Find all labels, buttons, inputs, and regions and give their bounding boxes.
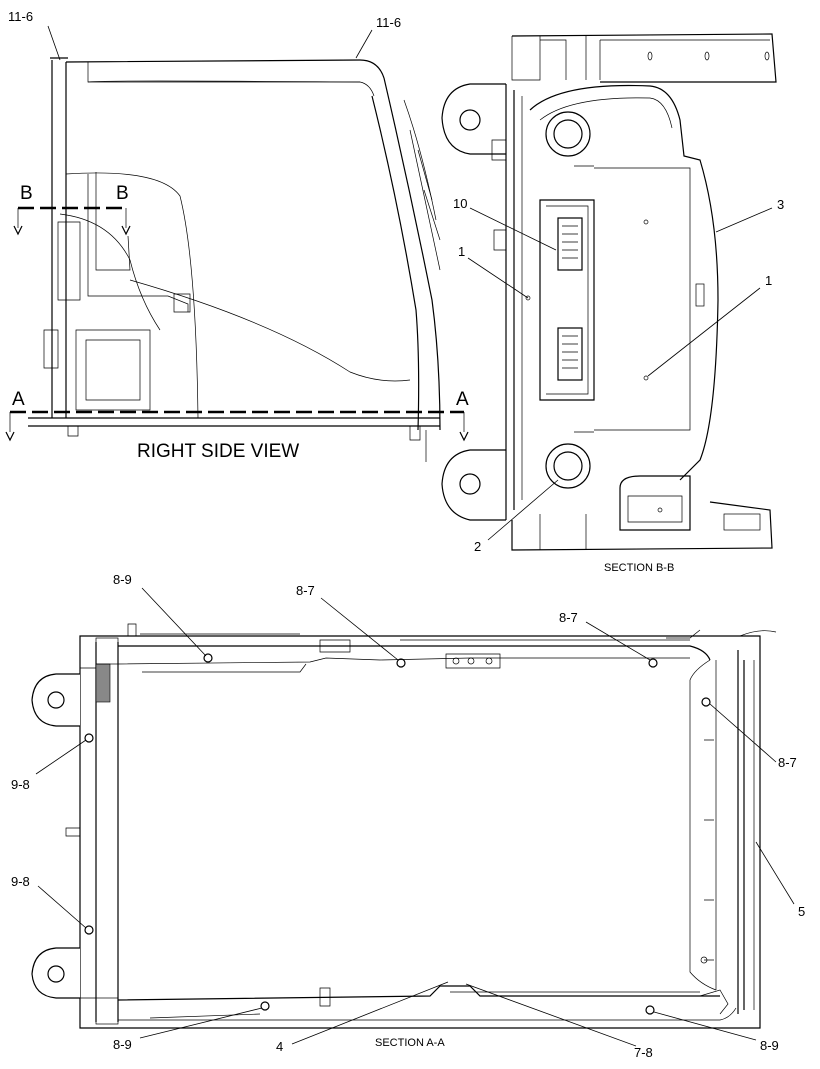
section-bb-view: 10 1 3 1 2 SECTION B-B [441,33,784,574]
callout-9-8-upper: 9-8 [11,777,30,792]
callout-1-right: 1 [765,273,772,288]
callout-10: 10 [453,196,467,211]
callout-9-8-lower: 9-8 [11,874,30,889]
section-aa-view: 8-9 8-7 8-7 8-7 9-8 9-8 5 8-9 4 7-8 8-9 … [11,572,805,1060]
cut-marker-b-left: B [20,183,33,204]
callout-11-6-right: 11-6 [376,15,401,30]
right-side-view: 11-6 11-6 B B A A RIGHT SIDE VIEW [5,9,469,462]
cut-marker-a-left: A [12,389,25,410]
cut-marker-a-right: A [456,389,469,410]
callout-8-9-bottom-left: 8-9 [113,1037,132,1052]
callout-1-left: 1 [458,244,465,259]
callout-8-9-bottom-right: 8-9 [760,1038,779,1053]
callout-5: 5 [798,904,805,919]
callout-8-7-top-center: 8-7 [296,583,315,598]
view-title-right-side: RIGHT SIDE VIEW [137,441,299,462]
callout-11-6-left: 11-6 [8,9,33,24]
callout-3: 3 [777,197,784,212]
callout-7-8: 7-8 [634,1045,653,1060]
callout-8-7-right: 8-7 [778,755,797,770]
callout-2: 2 [474,539,481,554]
section-title-aa: SECTION A-A [375,1037,445,1049]
callout-8-9-top-left: 8-9 [113,572,132,587]
section-title-bb: SECTION B-B [604,562,674,574]
callout-8-7-top-right: 8-7 [559,610,578,625]
callout-4: 4 [276,1039,283,1054]
cut-marker-b-right: B [116,183,129,204]
